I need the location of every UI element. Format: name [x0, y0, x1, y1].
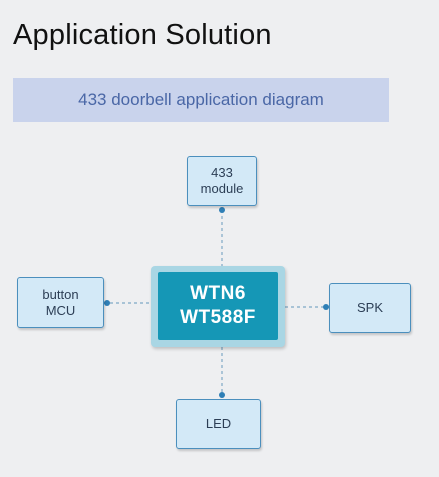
connector-dot-top — [219, 207, 225, 213]
node-433-module: 433 module — [187, 156, 257, 206]
chip-label-line2: WT588F — [180, 307, 256, 328]
page-title: Application Solution — [13, 19, 272, 51]
connector-dot-left — [104, 300, 110, 306]
diagram-title: 433 doorbell application diagram — [78, 90, 324, 109]
connector-dot-right — [323, 304, 329, 310]
node-button-mcu: button MCU — [17, 277, 104, 328]
connector-dot-bottom — [219, 392, 225, 398]
chip-block: WTN6 WT588F — [158, 272, 278, 340]
chip-label-line1: WTN6 — [190, 283, 246, 304]
node-led: LED — [176, 399, 261, 449]
diagram-title-banner: 433 doorbell application diagram — [13, 78, 389, 122]
node-spk: SPK — [329, 283, 411, 333]
